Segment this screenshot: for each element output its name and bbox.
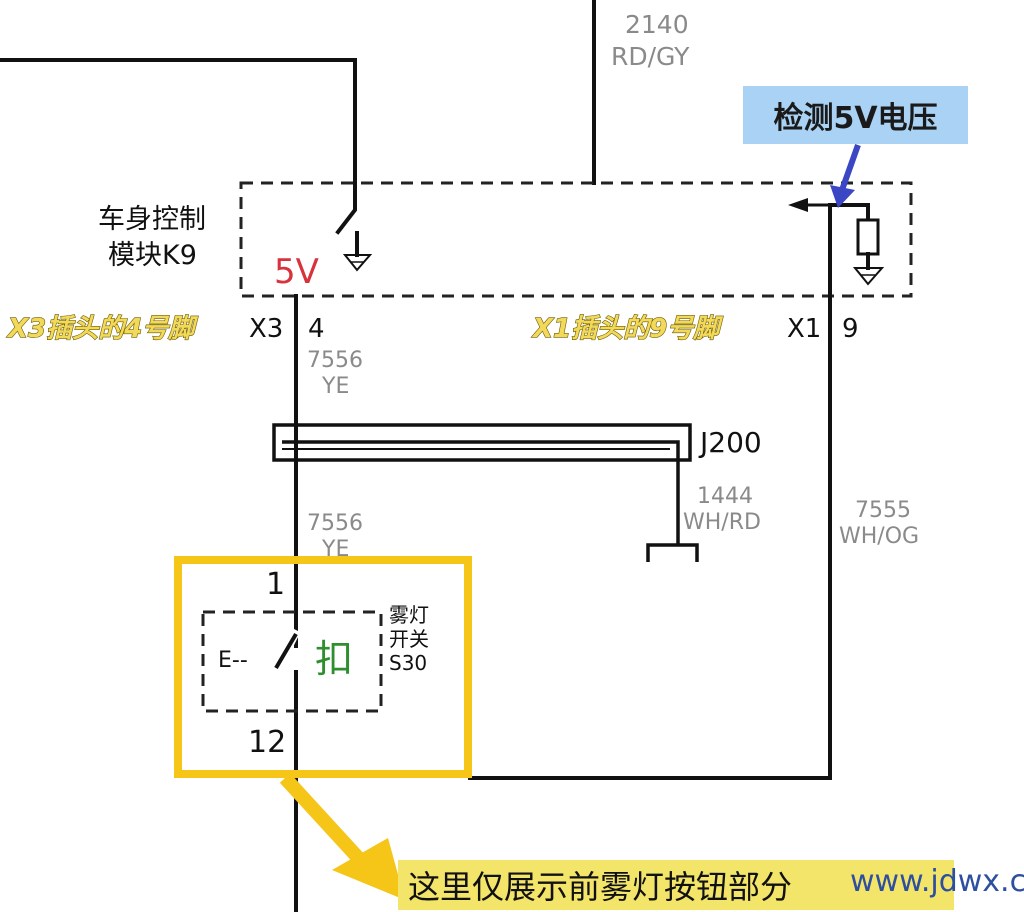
x3-pin-annotation: X3插头的4号脚 bbox=[6, 314, 198, 344]
wire-lower-number: 7556 bbox=[307, 511, 363, 536]
wire-ground-color: WH/RD bbox=[683, 510, 761, 535]
module-ground-icon bbox=[342, 254, 373, 272]
wire-upper-number: 7556 bbox=[307, 348, 363, 373]
pullup-resistor-icon bbox=[856, 218, 880, 256]
x1-pin-number: 9 bbox=[842, 314, 859, 344]
wire-right-number: 7555 bbox=[855, 498, 911, 523]
x1-pin-annotation: X1插头的9号脚 bbox=[531, 314, 723, 344]
wire-upper-color: YE bbox=[321, 374, 349, 399]
splice-j200-box bbox=[272, 423, 692, 462]
x3-pin-number: 4 bbox=[308, 314, 325, 344]
splice-inner-wire bbox=[282, 440, 680, 545]
wire-2140-color: RD/GY bbox=[611, 42, 690, 71]
switch-contact-icon bbox=[274, 632, 298, 670]
module-k9-box bbox=[239, 181, 913, 298]
switch-label-line2: 开关 bbox=[389, 627, 429, 651]
wire-lower-color: YE bbox=[321, 537, 349, 562]
switch-s30-box bbox=[201, 610, 383, 713]
voltage-label: 5V bbox=[274, 252, 319, 292]
switch-label-line1: 雾灯 bbox=[389, 603, 429, 627]
foglight-glyph-icon: 扣 bbox=[315, 637, 353, 681]
note-banner: 这里仅展示前雾灯按钮部分 bbox=[398, 860, 954, 910]
wire-7555 bbox=[468, 203, 832, 780]
x1-connector-name: X1 bbox=[787, 314, 821, 344]
x3-connector-name: X3 bbox=[249, 314, 283, 344]
callout-arrow-icon bbox=[830, 185, 855, 208]
input-arrow-icon bbox=[788, 198, 808, 212]
voltage-check-callout: 检测5V电压 bbox=[743, 86, 968, 144]
input-wire bbox=[0, 58, 357, 235]
wire-right-color: WH/OG bbox=[839, 524, 919, 549]
switch-label-line3: S30 bbox=[389, 651, 427, 675]
highlight-box bbox=[174, 556, 472, 778]
pointer-arrow-shaft bbox=[279, 773, 368, 867]
module-label-line1: 车身控制 bbox=[98, 204, 206, 235]
ground-1444-icon bbox=[646, 543, 699, 562]
switch-pin-bottom: 12 bbox=[248, 725, 286, 760]
splice-label: J200 bbox=[698, 426, 762, 459]
resistor-ground-icon bbox=[852, 267, 885, 286]
pointer-arrow-icon bbox=[332, 838, 405, 900]
module-label-line2: 模块K9 bbox=[108, 240, 197, 271]
wire-2140-number: 2140 bbox=[625, 10, 689, 39]
wire-ground-number: 1444 bbox=[697, 484, 753, 509]
switch-pin-top: 1 bbox=[266, 567, 285, 602]
switch-push-symbol: E-- bbox=[218, 648, 248, 673]
callout-arrow-shaft bbox=[839, 143, 861, 192]
x1-internal-lead bbox=[828, 203, 870, 222]
watermark: www.jdwx.cn bbox=[850, 864, 1024, 899]
